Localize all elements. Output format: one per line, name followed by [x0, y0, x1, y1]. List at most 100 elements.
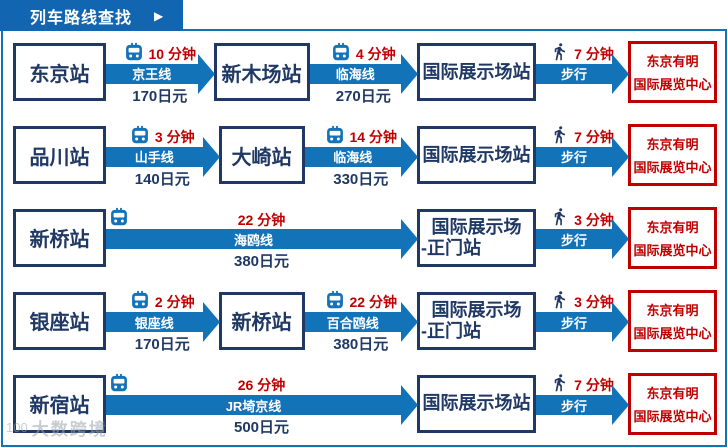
station-label: 品川站: [29, 146, 90, 169]
arrow-bar: 临海线: [304, 146, 401, 167]
fare-label: 270日元: [335, 87, 391, 105]
train-icon: [109, 373, 129, 394]
fare-label: 170日元: [132, 87, 188, 105]
arrow: 临海线: [309, 53, 418, 94]
duration-label: 26 分钟: [237, 377, 286, 394]
train-icon: [130, 125, 150, 146]
arrow: 百合鸥线: [304, 302, 418, 343]
station-box: 国际展示场-正门站: [417, 291, 536, 350]
destination-label: 国际展览中心: [633, 325, 712, 341]
duration-label: 3 分钟: [154, 128, 195, 145]
line-name-label: 百合鸥线: [326, 315, 379, 331]
arrow: 京王线: [106, 53, 215, 94]
arrow: 海鸥线: [106, 219, 418, 260]
segment-top: 22 分钟: [106, 203, 417, 228]
watermark: 100 大数跨境: [6, 415, 108, 440]
segment-top: 4 分钟: [310, 38, 418, 63]
station-box: 国际展示场站: [417, 43, 536, 102]
walk-icon: [550, 205, 569, 228]
duration-label: 2 分钟: [154, 294, 195, 311]
destination-box: 东京有明国际展览中心: [628, 289, 717, 352]
segment-top: 3 分钟: [106, 121, 219, 146]
arrow-bar: 临海线: [309, 63, 401, 84]
walk-label: 步行: [560, 232, 587, 248]
duration-label: 10 分钟: [148, 46, 196, 63]
arrow-bar: 步行: [536, 395, 612, 416]
destination-label: 东京有明: [646, 219, 699, 235]
arrow-head: [612, 302, 629, 343]
train-segment: 4 分钟临海线 270日元: [309, 38, 418, 107]
duration-label: 22 分钟: [237, 211, 286, 228]
arrow: 步行: [536, 219, 629, 260]
arrow-head: [401, 219, 418, 260]
arrow-head: [197, 53, 215, 94]
walk-segment: 7 分钟步行: [536, 121, 629, 190]
arrow: 山手线: [106, 136, 220, 177]
arrow-bar: 山手线: [106, 146, 203, 167]
arrow: 银座线: [106, 302, 220, 343]
destination-label: 国际展览中心: [633, 77, 712, 93]
walk-label: 步行: [560, 67, 587, 83]
station-label: 东京站: [29, 63, 90, 86]
destination-label: 东京有明: [646, 54, 699, 70]
fare-label: 500日元: [233, 419, 290, 437]
segment-top: 22 分钟: [305, 286, 418, 311]
watermark-text: 大数跨境: [31, 420, 108, 439]
station-box: 品川站: [13, 126, 106, 185]
line-name-label: 京王线: [132, 67, 172, 83]
walk-label: 步行: [560, 150, 587, 166]
arrow-bar: 银座线: [106, 312, 203, 333]
station-box: 国际展示场-正门站: [417, 208, 536, 267]
header-tab[interactable]: 列车路线查找 ▶: [0, 0, 183, 31]
station-box: 国际展示场站: [417, 374, 536, 433]
segment-top: 7 分钟: [536, 369, 628, 394]
walk-segment: 7 分钟步行: [536, 38, 629, 107]
train-icon: [325, 290, 345, 311]
station-label: 国际展示场站: [422, 392, 531, 413]
arrow-head: [401, 302, 418, 343]
fare-label: 170日元: [134, 336, 190, 354]
arrow: 临海线: [304, 136, 418, 177]
fare-label: 380日元: [233, 253, 290, 271]
destination-label: 国际展览中心: [633, 160, 712, 176]
segment-top: 14 分钟: [305, 121, 418, 146]
segment-top: 7 分钟: [536, 121, 628, 146]
station-box: 新宿站: [13, 374, 106, 433]
destination-box: 东京有明国际展览中心: [628, 206, 717, 269]
arrow: 步行: [536, 136, 629, 177]
station-label: 国际展示场站: [422, 61, 531, 82]
fare-label: 330日元: [333, 170, 389, 188]
destination-label: 国际展览中心: [633, 408, 712, 424]
duration-label: 3 分钟: [574, 294, 614, 311]
walk-segment: 3 分钟步行: [536, 286, 629, 355]
train-icon: [124, 42, 144, 63]
arrow-head: [612, 53, 629, 94]
station-box: 新桥站: [13, 208, 106, 267]
line-name-label: 临海线: [335, 67, 375, 83]
segment-top: 7 分钟: [536, 38, 628, 63]
line-name-label: 海鸥线: [233, 232, 273, 248]
station-box: 国际展示场站: [417, 126, 536, 185]
train-icon: [109, 207, 129, 228]
duration-label: 4 分钟: [355, 46, 396, 63]
arrow-bar: 百合鸥线: [304, 312, 401, 333]
watermark-logo: 100: [6, 420, 28, 435]
station-label: 新桥站: [29, 229, 90, 252]
walk-label: 步行: [560, 398, 587, 414]
arrow-head: [202, 136, 220, 177]
arrow-bar: 步行: [536, 312, 612, 333]
destination-label: 国际展览中心: [633, 242, 712, 258]
arrow-head: [202, 302, 220, 343]
play-arrow-icon: ▶: [154, 8, 164, 23]
destination-label: 东京有明: [646, 385, 699, 401]
destination-box: 东京有明国际展览中心: [628, 124, 717, 187]
